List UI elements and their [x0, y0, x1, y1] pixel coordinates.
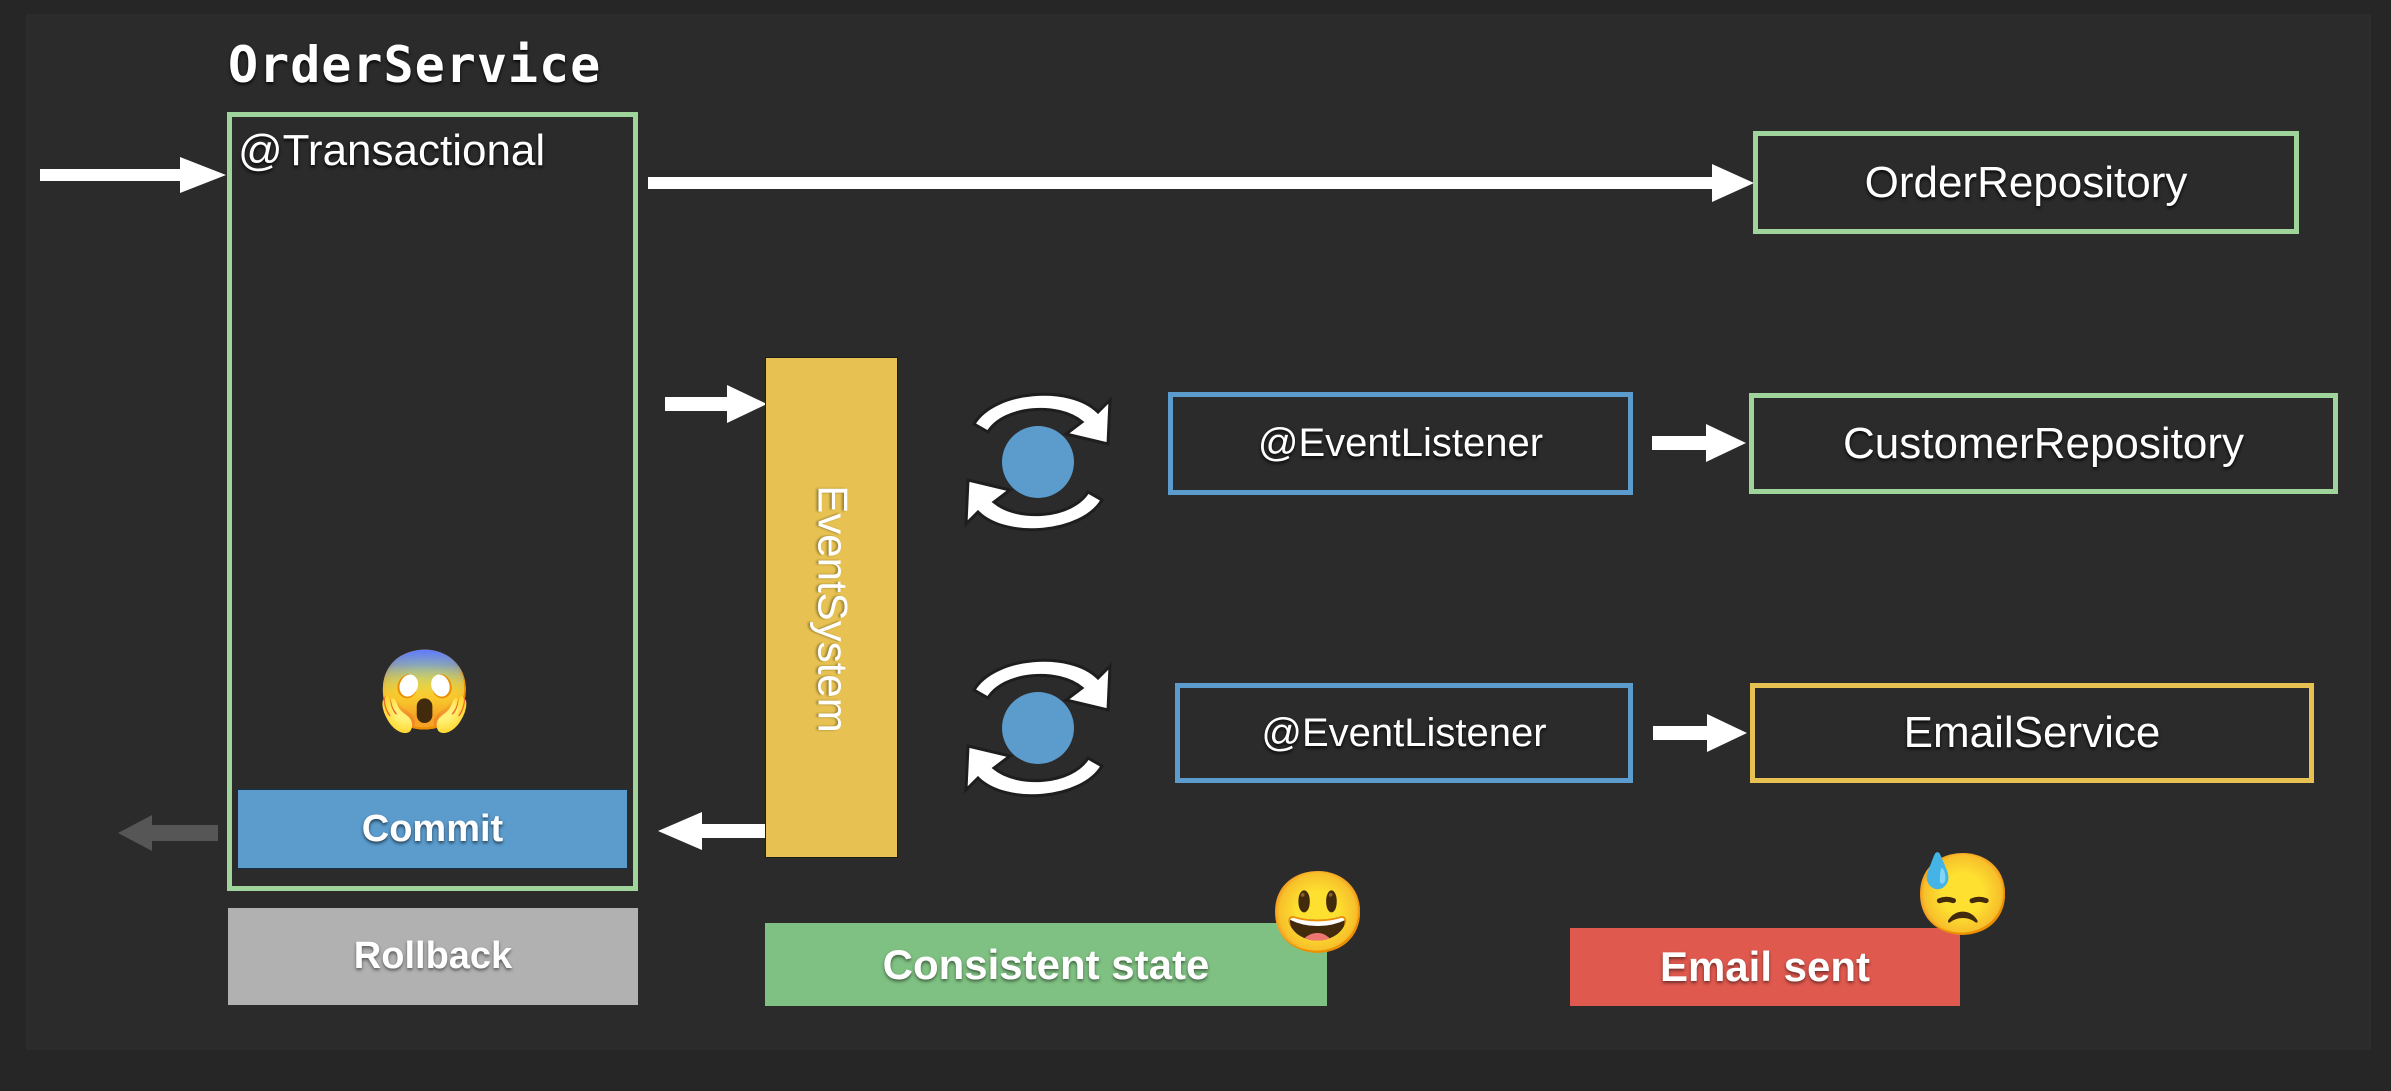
page-title: OrderService: [228, 36, 602, 94]
face-screaming-in-fear-icon: 😱: [376, 646, 474, 734]
email-service-box[interactable]: EmailService: [1750, 683, 2314, 783]
commit-outbound-arrow: [118, 815, 218, 851]
inbound-request-arrow: [40, 157, 226, 193]
event-system-label-wrap: EventSystem: [766, 358, 899, 859]
customer-repository-box[interactable]: CustomerRepository: [1749, 393, 2338, 494]
event-system-to-commit-arrow: [658, 812, 768, 850]
sync-refresh-icon: [964, 658, 1112, 798]
email-sent-label: Email sent: [1570, 928, 1960, 1006]
event-listener-box-1[interactable]: @EventListener: [1168, 392, 1633, 495]
commit-button[interactable]: Commit: [237, 789, 628, 869]
transactional-to-event-system-arrow: [665, 385, 767, 423]
event-listener-box-2[interactable]: @EventListener: [1175, 683, 1633, 783]
downcast-face-with-sweat-icon: 😓: [1913, 850, 2013, 939]
order-repository-box[interactable]: OrderRepository: [1753, 131, 2299, 234]
grinning-face-with-big-eyes-icon: 😃: [1268, 868, 1368, 957]
event-system-bar: EventSystem: [765, 357, 898, 858]
transactional-to-order-repository-arrow: [648, 164, 1754, 202]
event-system-label: EventSystem: [809, 484, 857, 733]
consistent-state-label: Consistent state: [765, 923, 1327, 1006]
transactional-container: [227, 112, 638, 891]
listener-to-customer-repository-arrow: [1652, 424, 1746, 462]
rollback-button[interactable]: Rollback: [228, 908, 638, 1005]
transactional-label: @Transactional: [238, 126, 546, 175]
sync-refresh-icon: [964, 392, 1112, 532]
listener-to-email-service-arrow: [1653, 714, 1747, 752]
